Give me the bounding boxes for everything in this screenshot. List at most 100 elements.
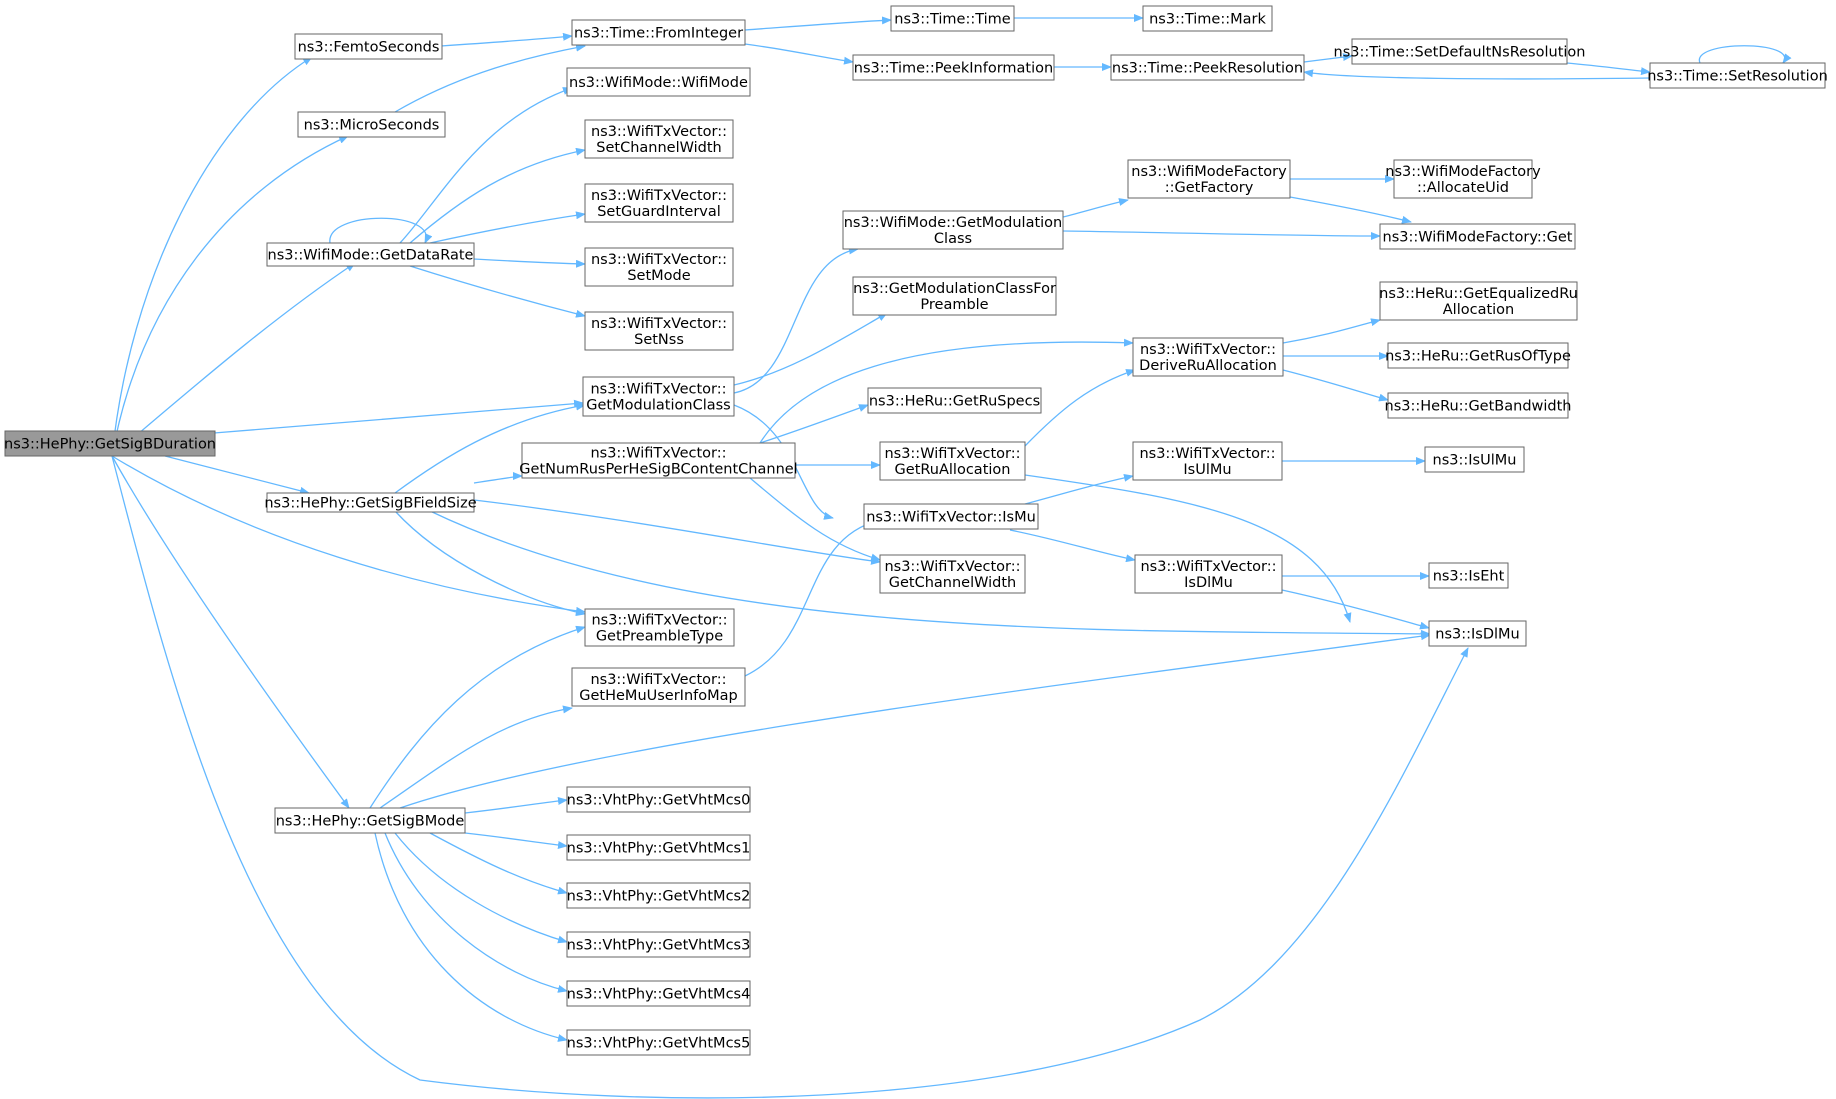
edge-getruallocation-isdlmu xyxy=(1024,474,1352,623)
node-iseht[interactable]: ns3::IsEht xyxy=(1428,562,1509,589)
node-timetime[interactable]: ns3::Time::Time xyxy=(890,5,1015,32)
node-box[interactable] xyxy=(566,882,751,909)
node-getrusoftype[interactable]: ns3::HeRu::GetRusOfType xyxy=(1385,342,1571,369)
node-box[interactable] xyxy=(1134,554,1283,594)
node-box[interactable] xyxy=(571,667,746,707)
node-vht1[interactable]: ns3::VhtPhy::GetVhtMcs1 xyxy=(566,834,751,861)
node-isdlmu_tx[interactable]: ns3::WifiTxVector::IsDlMu xyxy=(1134,554,1283,594)
node-box[interactable] xyxy=(294,33,443,60)
node-wifimode[interactable]: ns3::WifiMode::WifiMode xyxy=(566,67,751,97)
node-label: SetChannelWidth xyxy=(596,140,721,156)
node-label: ns3::IsEht xyxy=(1433,569,1505,585)
node-getchw[interactable]: ns3::WifiTxVector::GetChannelWidth xyxy=(879,554,1026,594)
node-vht2[interactable]: ns3::VhtPhy::GetVhtMcs2 xyxy=(566,882,751,909)
node-box[interactable] xyxy=(842,210,1064,250)
node-isulmu_tx[interactable]: ns3::WifiTxVector::IsUlMu xyxy=(1132,441,1283,481)
node-frominteger[interactable]: ns3::Time::FromInteger xyxy=(571,19,746,46)
node-box[interactable] xyxy=(4,430,216,457)
node-box[interactable] xyxy=(1127,159,1291,199)
node-box[interactable] xyxy=(521,442,796,479)
node-getfactory[interactable]: ns3::WifiModeFactory::GetFactory xyxy=(1127,159,1291,199)
node-wmfget[interactable]: ns3::WifiModeFactory::Get xyxy=(1379,223,1576,250)
node-vht3[interactable]: ns3::VhtPhy::GetVhtMcs3 xyxy=(566,931,751,958)
node-box[interactable] xyxy=(266,492,475,513)
node-box[interactable] xyxy=(297,111,446,138)
node-deriveru[interactable]: ns3::WifiTxVector::DeriveRuAllocation xyxy=(1132,337,1284,377)
node-box[interactable] xyxy=(566,980,751,1007)
node-herugetruspecs[interactable]: ns3::HeRu::GetRuSpecs xyxy=(867,387,1042,414)
node-hemuuser[interactable]: ns3::WifiTxVector::GetHeMuUserInfoMap xyxy=(571,667,746,707)
node-box[interactable] xyxy=(584,311,734,351)
node-setresolution[interactable]: ns3::Time::SetResolution xyxy=(1647,62,1828,89)
node-box[interactable] xyxy=(1379,281,1578,321)
node-root[interactable]: ns3::HePhy::GetSigBDuration xyxy=(4,430,216,457)
node-peekinfo[interactable]: ns3::Time::PeekInformation xyxy=(852,54,1055,81)
node-sigbmode[interactable]: ns3::HePhy::GetSigBMode xyxy=(274,807,466,834)
edge-micro-frominteger xyxy=(394,43,586,113)
node-label: ns3::HeRu::GetEqualizedRu xyxy=(1379,286,1578,302)
node-box[interactable] xyxy=(890,5,1015,32)
node-box[interactable] xyxy=(1428,620,1527,647)
node-box[interactable] xyxy=(1132,441,1283,481)
node-box[interactable] xyxy=(1387,392,1569,419)
node-vht5[interactable]: ns3::VhtPhy::GetVhtMcs5 xyxy=(566,1029,751,1056)
node-box[interactable] xyxy=(1649,62,1826,89)
node-datarate[interactable]: ns3::WifiMode::GetDataRate xyxy=(266,242,475,267)
node-box[interactable] xyxy=(867,387,1042,414)
node-box[interactable] xyxy=(566,786,751,813)
node-box[interactable] xyxy=(863,503,1039,530)
node-box[interactable] xyxy=(1351,38,1568,65)
node-box[interactable] xyxy=(1393,159,1533,199)
node-box[interactable] xyxy=(274,807,466,834)
node-setdefaultns[interactable]: ns3::Time::SetDefaultNsResolution xyxy=(1334,38,1586,65)
node-peekres[interactable]: ns3::Time::PeekResolution xyxy=(1110,54,1305,81)
edge-sigbmode-preamble xyxy=(369,625,586,809)
node-box[interactable] xyxy=(566,67,751,97)
node-femto[interactable]: ns3::FemtoSeconds xyxy=(294,33,443,60)
edge-sigbmode-vht5 xyxy=(374,832,568,1042)
node-timemark[interactable]: ns3::Time::Mark xyxy=(1142,5,1273,32)
node-box[interactable] xyxy=(584,119,734,159)
node-box[interactable] xyxy=(571,19,746,46)
node-box[interactable] xyxy=(1379,223,1576,250)
node-box[interactable] xyxy=(1142,5,1273,32)
node-getbandwidth[interactable]: ns3::HeRu::GetBandwidth xyxy=(1385,392,1572,419)
node-numrus[interactable]: ns3::WifiTxVector::GetNumRusPerHeSigBCon… xyxy=(519,442,798,479)
node-box[interactable] xyxy=(1387,342,1569,369)
node-box[interactable] xyxy=(566,834,751,861)
node-box[interactable] xyxy=(852,276,1057,316)
node-vht0[interactable]: ns3::VhtPhy::GetVhtMcs0 xyxy=(566,786,751,813)
node-box[interactable] xyxy=(1110,54,1305,81)
node-box[interactable] xyxy=(879,554,1026,594)
node-box[interactable] xyxy=(584,608,735,647)
node-box[interactable] xyxy=(879,441,1026,481)
node-isdlmu[interactable]: ns3::IsDlMu xyxy=(1428,620,1527,647)
node-box[interactable] xyxy=(582,376,735,417)
node-setnss[interactable]: ns3::WifiTxVector::SetNss xyxy=(584,311,734,351)
node-micro[interactable]: ns3::MicroSeconds xyxy=(297,111,446,138)
node-sigbfield[interactable]: ns3::HePhy::GetSigBFieldSize xyxy=(264,492,477,513)
node-box[interactable] xyxy=(566,931,751,958)
node-getmodclass[interactable]: ns3::WifiTxVector::GetModulationClass xyxy=(582,376,735,417)
node-setchw[interactable]: ns3::WifiTxVector::SetChannelWidth xyxy=(584,119,734,159)
node-vht4[interactable]: ns3::VhtPhy::GetVhtMcs4 xyxy=(566,980,751,1007)
node-box[interactable] xyxy=(852,54,1055,81)
node-setmode[interactable]: ns3::WifiTxVector::SetMode xyxy=(584,247,734,287)
node-box[interactable] xyxy=(584,183,734,223)
node-isulmu[interactable]: ns3::IsUlMu xyxy=(1424,446,1525,473)
node-ismu[interactable]: ns3::WifiTxVector::IsMu xyxy=(863,503,1039,530)
node-getruallocation[interactable]: ns3::WifiTxVector::GetRuAllocation xyxy=(879,441,1026,481)
node-box[interactable] xyxy=(266,242,475,267)
node-setgi[interactable]: ns3::WifiTxVector::SetGuardInterval xyxy=(584,183,734,223)
node-preamble[interactable]: ns3::WifiTxVector::GetPreambleType xyxy=(584,608,735,647)
node-box[interactable] xyxy=(566,1029,751,1056)
node-box[interactable] xyxy=(584,247,734,287)
edge-datarate-setmode xyxy=(473,258,586,268)
node-box[interactable] xyxy=(1132,337,1284,377)
node-box[interactable] xyxy=(1424,446,1525,473)
node-allocateuid[interactable]: ns3::WifiModeFactory::AllocateUid xyxy=(1385,159,1541,199)
node-wmgetmodclass[interactable]: ns3::WifiMode::GetModulationClass xyxy=(842,210,1064,250)
node-box[interactable] xyxy=(1428,562,1509,589)
